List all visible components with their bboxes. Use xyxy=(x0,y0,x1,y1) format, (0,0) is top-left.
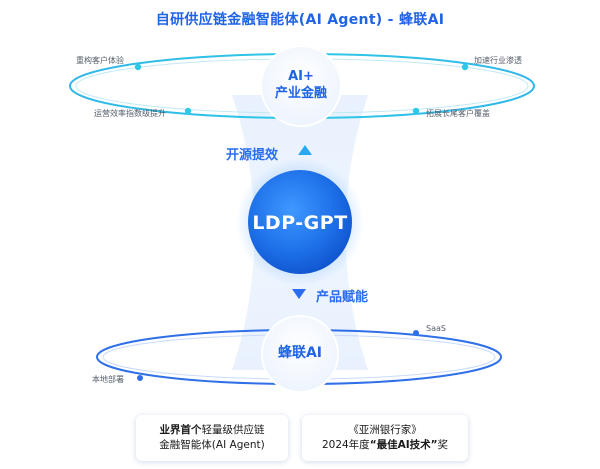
page-title: 自研供应链金融智能体(AI Agent) - 蜂联AI xyxy=(155,12,445,28)
bottom-bubble xyxy=(261,315,339,393)
orbit-dot xyxy=(134,63,142,71)
bubble-line-1: AI+ xyxy=(288,69,314,84)
core-sphere xyxy=(248,170,352,274)
arrow-down-icon xyxy=(292,289,306,299)
card-left-rest: 轻量级供应链 xyxy=(201,424,265,436)
card-first-in-industry: 业界首个轻量级供应链 金融智能体(AI Agent) xyxy=(136,415,288,461)
orbit-dot xyxy=(412,107,420,115)
core-label: LDP-GPT xyxy=(252,212,348,234)
card-left-bold: 业界首个 xyxy=(159,424,202,436)
label-saas: SaaS xyxy=(426,324,446,333)
label-reshape-customer-experience: 重构客户体验 xyxy=(76,56,124,65)
card-left-line-1: 业界首个轻量级供应链 xyxy=(136,423,288,438)
card-right-prefix: 2024年度 xyxy=(321,439,370,451)
ai-industry-finance-label: AI+ 产业金融 xyxy=(261,68,341,102)
card-right-line-2: 2024年度“最佳AI技术”奖 xyxy=(302,438,468,453)
orbit-dot xyxy=(137,375,143,381)
label-local-deploy: 本地部署 xyxy=(92,375,124,384)
label-operation-efficiency: 运营效率指数级提升 xyxy=(94,109,166,118)
arrow-up-icon xyxy=(298,145,312,155)
top-bubble xyxy=(260,45,342,127)
flow-label-open-source: 开源提效 xyxy=(226,148,279,163)
fenglian-ai-label: 蜂联AI xyxy=(277,345,323,361)
card-asian-banker-award: 《亚洲银行家》 2024年度“最佳AI技术”奖 xyxy=(302,415,468,461)
label-accelerate-industry: 加速行业渗透 xyxy=(474,56,522,65)
card-right-suffix: 奖 xyxy=(437,439,449,451)
flow-label-product-empower: 产品赋能 xyxy=(316,290,369,305)
orbit-dot xyxy=(461,63,469,71)
bubble-line-2: 产业金融 xyxy=(274,86,327,101)
card-right-line-1: 《亚洲银行家》 xyxy=(348,424,422,436)
card-left-line-2: 金融智能体(AI Agent) xyxy=(159,439,265,451)
orbit-dot xyxy=(184,107,192,115)
label-long-tail-coverage: 拓展长尾客户覆盖 xyxy=(426,109,490,118)
card-right-bold: “最佳AI技术” xyxy=(369,439,438,451)
orbit-dot xyxy=(413,330,419,336)
